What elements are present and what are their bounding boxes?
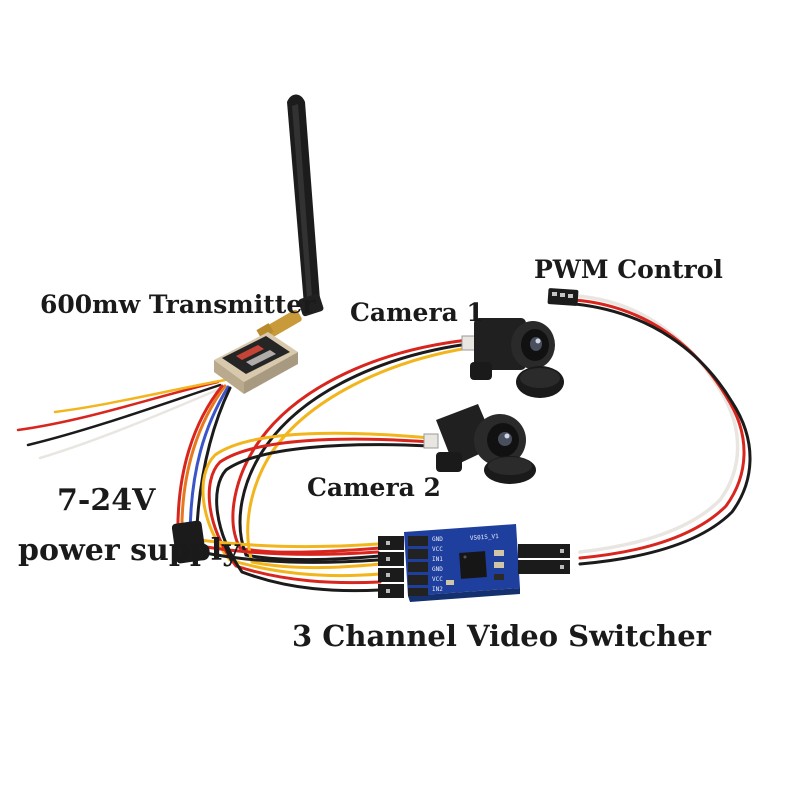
power-supply-label: power supply [18, 533, 240, 568]
video-switcher-label: 3 Channel Video Switcher [292, 619, 711, 653]
antenna [256, 94, 324, 339]
wire-bundle [16, 294, 752, 593]
voltage-label: 7-24V [57, 483, 156, 518]
pin-label-3: IN1 [432, 556, 443, 563]
pwm-connector [547, 288, 579, 306]
transmitter-module [214, 332, 298, 394]
pin-label-2: VCC [432, 546, 443, 553]
pin-label-4: GND [432, 566, 443, 573]
board-model-label: VS01S_V1 [470, 533, 500, 542]
camera-1 [461, 318, 564, 398]
left-headers [378, 536, 404, 598]
right-headers [518, 544, 570, 574]
transmitter-label: 600mw Transmitter [40, 290, 316, 319]
pin-label-6: IN2 [432, 586, 443, 593]
camera-2 [423, 404, 536, 484]
camera-2-label: Camera 2 [307, 473, 441, 502]
pin-headers [408, 536, 428, 596]
pin-label-5: VCC [432, 576, 443, 583]
switcher-chip [459, 551, 487, 579]
camera-1-label: Camera 1 [350, 298, 484, 327]
switcher-board: GND VCC IN1 GND VCC IN2 VS01S_V1 [378, 524, 570, 602]
pin-label-1: GND [432, 536, 443, 543]
power-connector [171, 520, 207, 564]
pwm-control-label: PWM Control [534, 255, 723, 284]
